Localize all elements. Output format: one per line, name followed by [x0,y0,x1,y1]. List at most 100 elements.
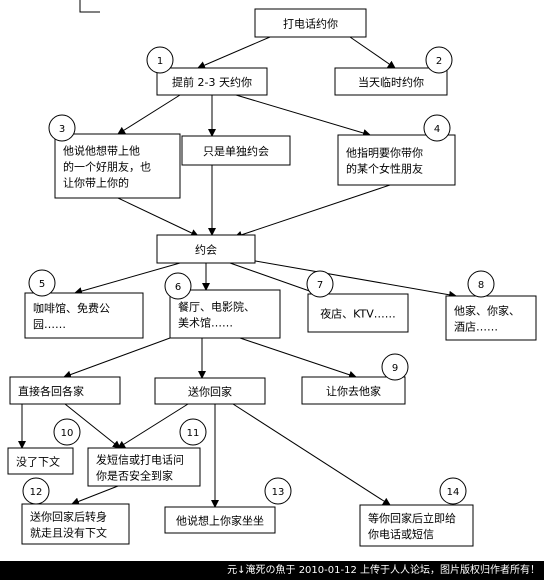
step-number-badge: 10 [53,418,81,446]
node-box [254,8,367,38]
step-number-circle [423,114,451,142]
node-label: 他指明要你带你 [346,145,423,159]
edge-friend-date [117,197,199,237]
node-label: 的某个女性朋友 [346,161,423,175]
node-hishome: 他家、你家、酒店…… [445,295,537,341]
node-box [181,135,291,166]
footer-credit: 元↓淹死の魚于 2010-01-12 上传于人人论坛，图片版权归作者所有！ [0,561,544,580]
edge-seehome-text [117,403,189,449]
node-gohis: 让你去他家 [301,376,406,405]
node-label: 让你带上你的 [63,175,129,189]
node-label: 你电话或短信 [368,527,434,541]
step-number-label: 3 [59,124,65,135]
node-box [301,376,406,405]
node-box [154,377,266,405]
node-label: 你是否安全到家 [96,468,173,482]
edge-seehome-textnow [232,403,391,506]
node-label: 他说他想带上他 [63,143,140,157]
node-call: 打电话约你 [254,8,367,38]
node-box [164,506,276,534]
node-box [9,376,121,405]
step-number-label: 12 [30,487,43,498]
step-number-label: 1 [157,56,163,67]
step-number-circle [146,46,174,74]
step-number-circle [264,477,292,505]
step-number-badge: 3 [48,114,76,142]
edge-date-cafe [74,262,181,295]
node-label: 没了下文 [16,454,60,468]
node-label: 送你回家 [188,384,232,398]
step-number-circle [48,114,76,142]
node-box [359,504,474,547]
node-label: 咖啡馆、免费公 [33,301,110,315]
node-label: 直接各回各家 [18,384,84,398]
step-number-circle [22,477,50,505]
step-number-badge: 4 [423,114,451,142]
step-number-badge: 7 [306,270,334,298]
edge-female-date [234,184,391,239]
step-number-label: 7 [317,280,323,291]
node-alone: 只是单独约会 [181,135,291,166]
connector-lines [18,36,457,508]
step-number-label: 2 [436,56,442,67]
node-box [337,134,456,186]
node-label: 打电话约你 [283,16,338,30]
step-number-badge: 5 [28,269,56,297]
node-cafe: 咖啡馆、免费公园…… [24,292,144,339]
step-number-circle [179,418,207,446]
node-label: 送你回家后转身 [30,509,107,523]
edge-text-leave [71,485,119,506]
step-number-label: 5 [39,279,45,290]
step-number-circle [439,477,467,505]
step-number-label: 13 [272,487,285,498]
step-number-badge: 11 [179,418,207,446]
step-number-label: 9 [392,363,398,374]
step-number-badge: 14 [439,477,467,505]
node-nightclub: 夜店、KTV…… [307,293,409,333]
node-sitin: 他说想上你家坐坐 [164,506,276,534]
step-number-label: 8 [478,280,484,291]
step-number-badge: 12 [22,477,50,505]
step-number-badge: 9 [381,353,409,381]
edge-restaurant-gohis [239,337,357,379]
node-box [307,293,409,333]
step-number-badge: 1 [146,46,174,74]
node-advance: 提前 2-3 天约你 [156,67,268,96]
step-number-circle [53,418,81,446]
node-label: 等你回家后立即给 [368,511,456,525]
node-nothing: 没了下文 [7,447,74,475]
step-number-circle [425,46,453,74]
node-label: 夜店、KTV…… [320,306,396,320]
step-number-circle [306,270,334,298]
node-label: 餐厅、电影院、 [178,299,255,313]
node-label: 让你去他家 [326,384,381,398]
step-number-circle [164,272,192,300]
step-number-circle [381,353,409,381]
node-label: 他说想上你家坐坐 [176,513,264,527]
node-label: 他家、你家、 [454,303,520,317]
node-label: 提前 2-3 天约你 [172,75,252,89]
edge-date-nightclub [229,262,319,296]
step-number-label: 14 [447,487,460,498]
node-box [87,447,201,487]
node-label: 的一个好朋友，也 [63,159,151,173]
edge-call-sameday [349,36,396,69]
node-sameday: 当天临时约你 [334,67,448,96]
edge-date-hishome [249,259,457,299]
step-number-circle [28,269,56,297]
step-number-badge: 13 [264,477,292,505]
step-number-badge: 8 [467,270,495,298]
node-date: 约会 [156,234,256,264]
node-label: 只是单独约会 [203,145,269,158]
node-box [169,289,281,339]
node-label: 酒店…… [454,319,498,333]
node-box [445,295,537,341]
node-restaurant: 餐厅、电影院、美术馆…… [169,289,281,339]
node-box [156,234,256,264]
edge-advance-female [235,94,371,137]
node-label: 约会 [195,243,217,256]
